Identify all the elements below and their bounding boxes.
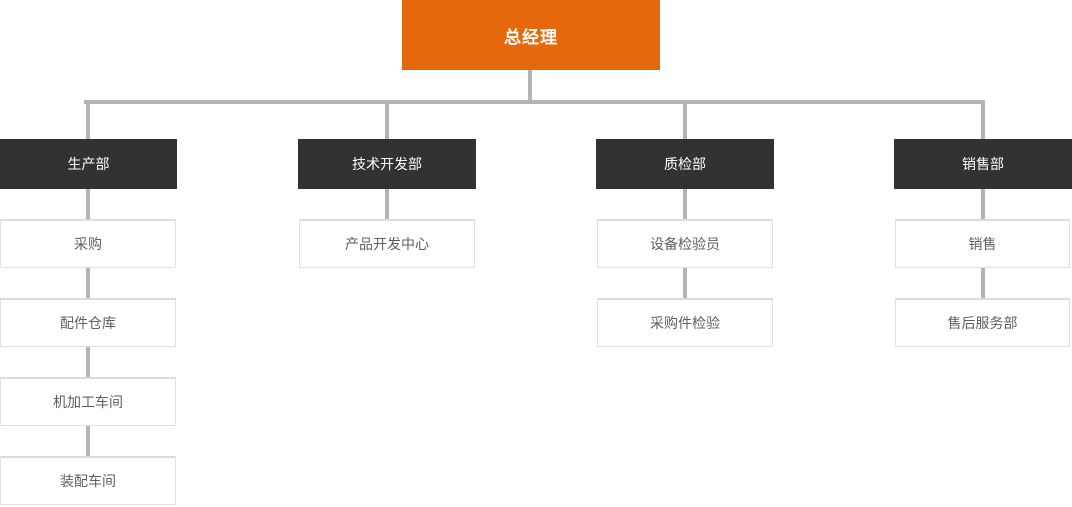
org-node-label: 总经理 [504, 27, 558, 47]
org-node-after-sales-service[interactable]: 售后服务部 [895, 298, 1070, 347]
org-node-machining-workshop[interactable]: 机加工车间 [0, 377, 176, 426]
org-node-purchased-parts-inspection[interactable]: 采购件检验 [597, 298, 773, 347]
org-node-label: 机加工车间 [53, 394, 123, 410]
org-node-label: 采购 [74, 236, 102, 252]
org-node-dept-quality-inspection[interactable]: 质检部 [596, 139, 774, 189]
connector-rail-to-dept-3 [683, 104, 687, 139]
org-node-sales[interactable]: 销售 [895, 219, 1070, 268]
org-node-label: 销售 [968, 236, 997, 252]
org-node-equipment-inspector[interactable]: 设备检验员 [597, 219, 773, 268]
connector-col2-stub-1 [385, 189, 389, 219]
connector-rail-to-dept-4 [981, 104, 985, 139]
connector-col1-stub-4 [86, 426, 90, 456]
org-node-label: 产品开发中心 [345, 236, 429, 252]
org-node-label: 设备检验员 [650, 236, 720, 252]
org-node-label: 装配车间 [60, 473, 116, 489]
connector-col3-stub-2 [683, 268, 687, 298]
org-node-assembly-workshop[interactable]: 装配车间 [0, 456, 176, 505]
org-node-label: 销售部 [962, 156, 1004, 172]
connector-col4-stub-1 [981, 189, 985, 219]
org-node-label: 采购件检验 [650, 315, 720, 331]
org-node-procurement[interactable]: 采购 [0, 219, 176, 268]
org-node-general-manager[interactable]: 总经理 [402, 0, 660, 70]
connector-col3-stub-1 [683, 189, 687, 219]
org-node-label: 售后服务部 [947, 315, 1018, 331]
org-node-label: 配件仓库 [60, 315, 116, 331]
connector-col4-stub-2 [981, 268, 985, 298]
org-node-dept-tech-development[interactable]: 技术开发部 [298, 139, 476, 189]
org-node-label: 技术开发部 [352, 156, 422, 172]
org-node-parts-warehouse[interactable]: 配件仓库 [0, 298, 176, 347]
org-node-dept-production[interactable]: 生产部 [0, 139, 177, 189]
connector-col1-stub-2 [86, 268, 90, 298]
connector-col1-stub-1 [86, 189, 90, 219]
connector-horizontal-rail [84, 100, 985, 104]
org-node-dept-sales[interactable]: 销售部 [894, 139, 1072, 189]
org-node-label: 质检部 [664, 156, 706, 172]
org-node-label: 生产部 [67, 156, 110, 172]
connector-col1-stub-3 [86, 347, 90, 377]
org-node-product-dev-center[interactable]: 产品开发中心 [299, 219, 475, 268]
connector-root-stem [528, 70, 532, 100]
connector-rail-to-dept-1 [86, 104, 90, 139]
connector-rail-to-dept-2 [385, 104, 389, 139]
